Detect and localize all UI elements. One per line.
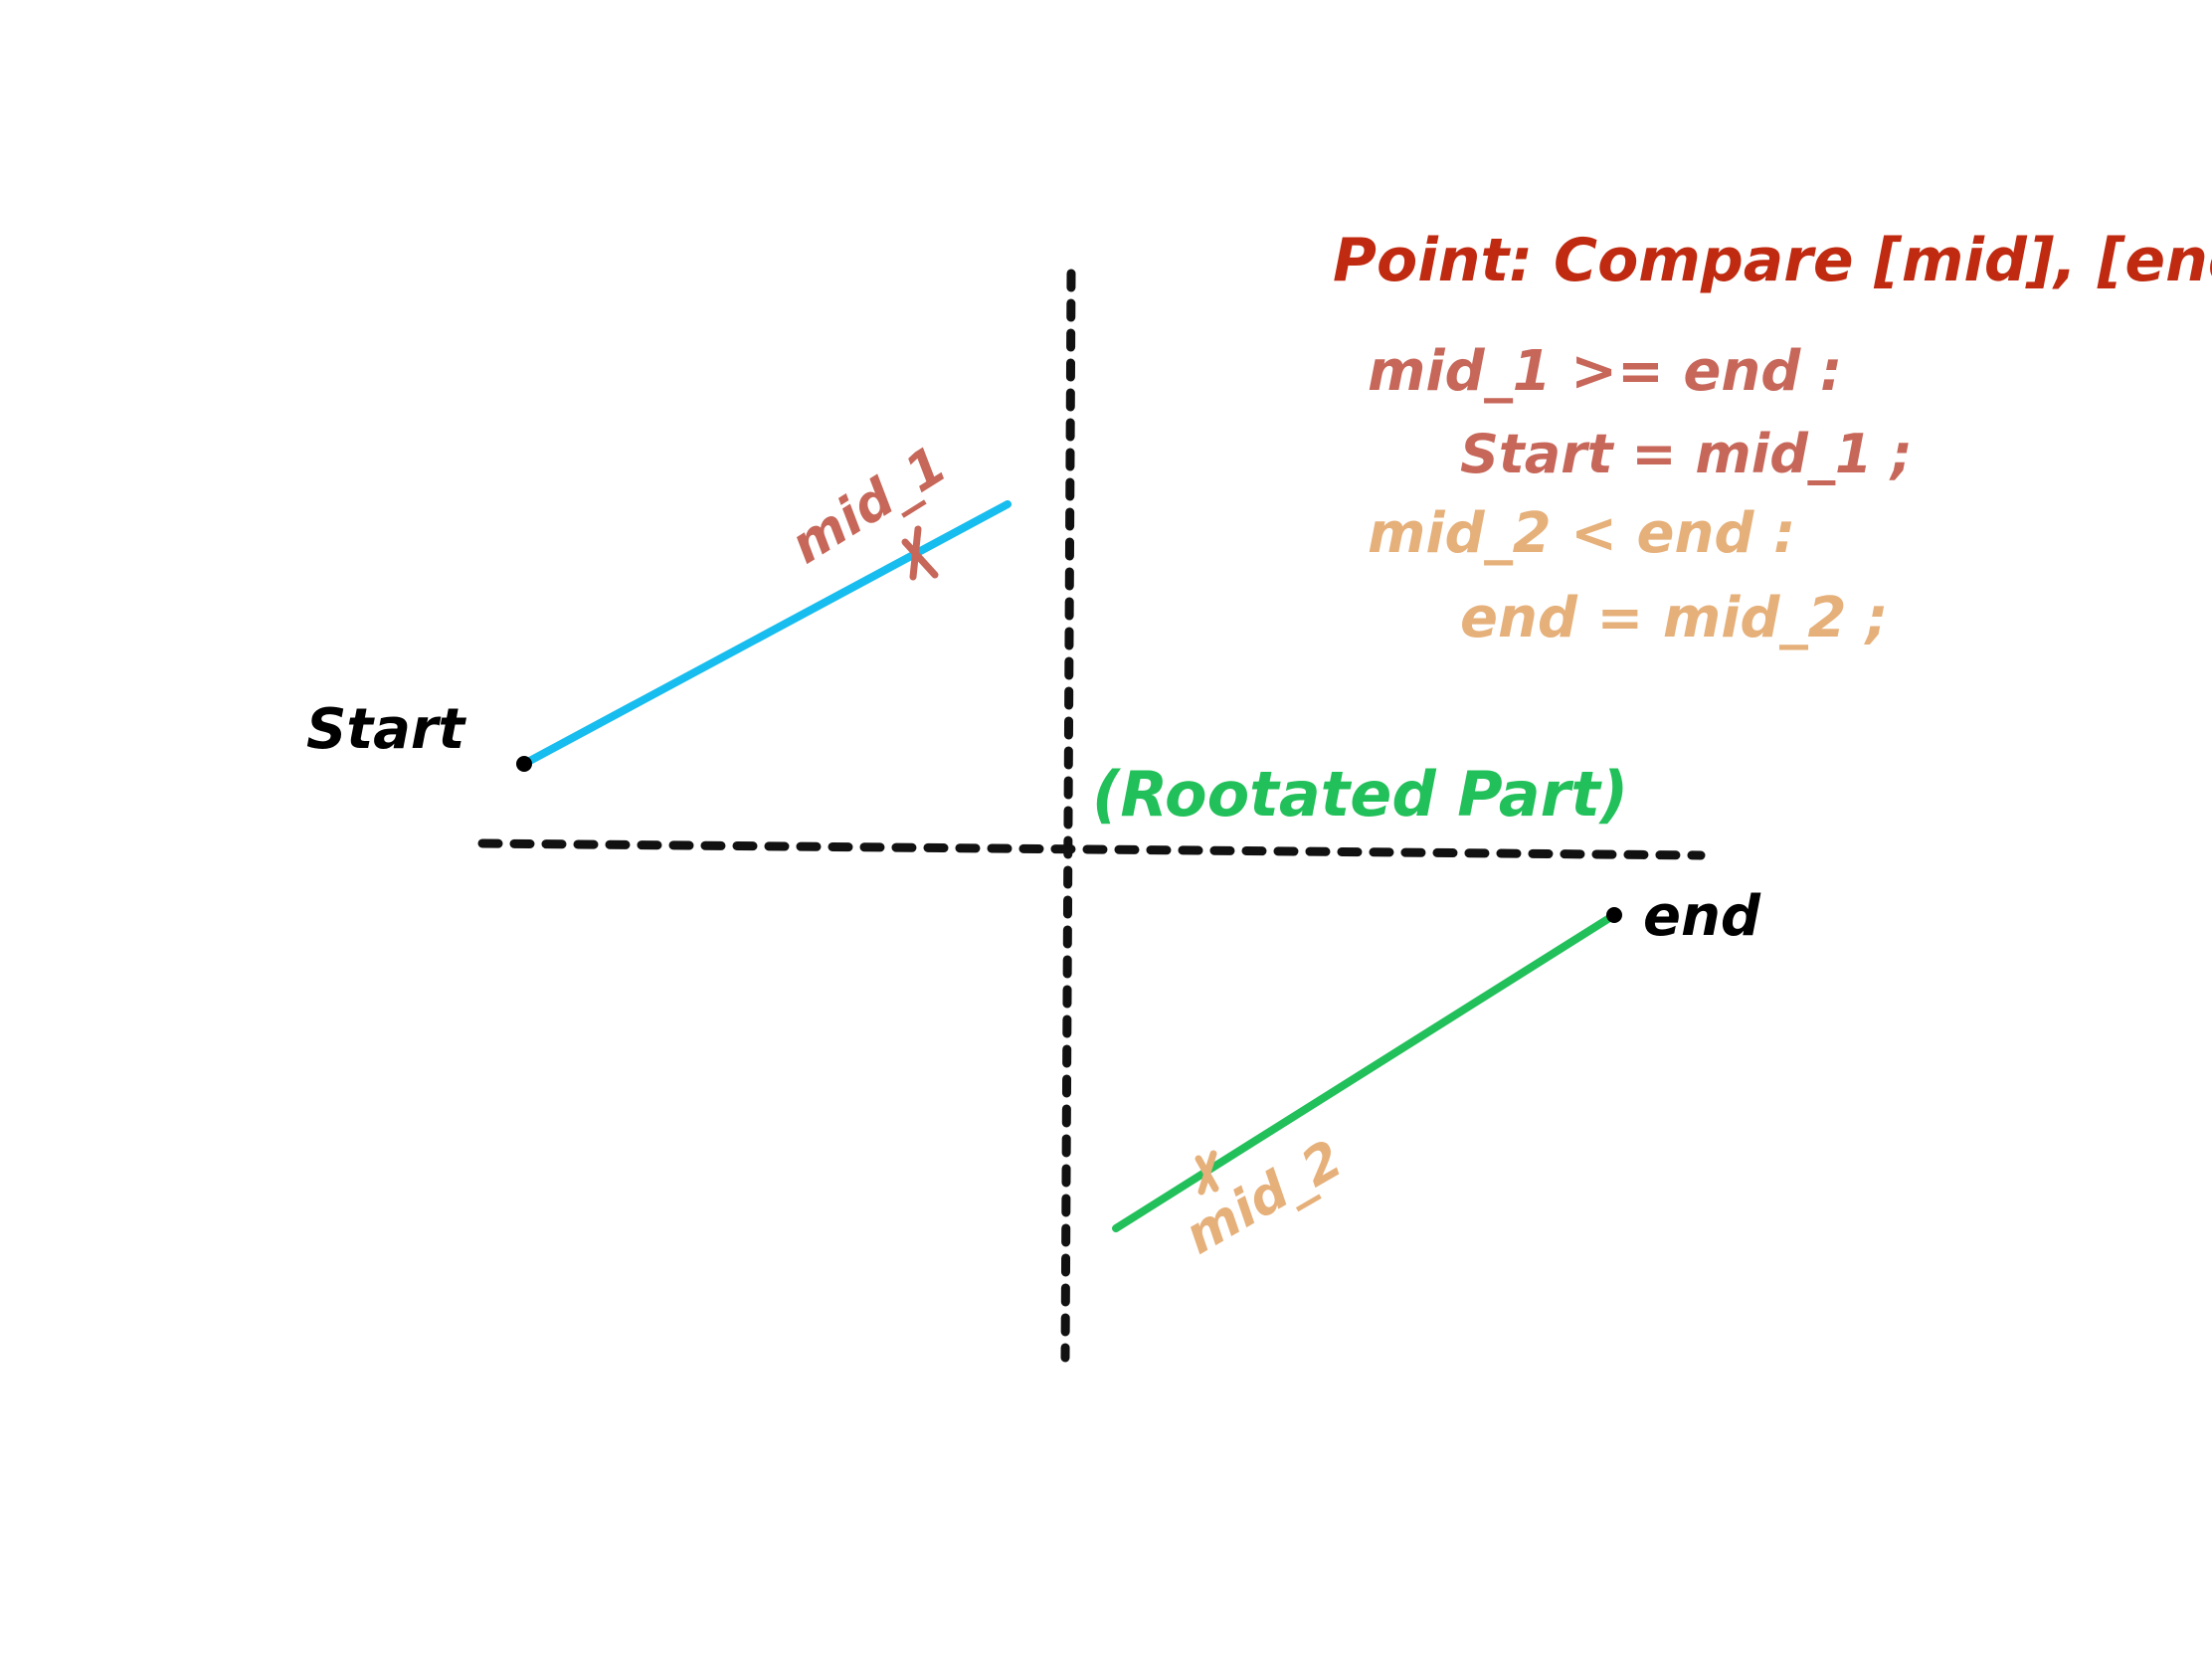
start-point (516, 756, 532, 772)
mid-2-cross-marker (1195, 1150, 1219, 1196)
vertical-dashed-divider (1060, 269, 1076, 1363)
end-point (1606, 907, 1622, 923)
mid-1-cross-marker (901, 525, 939, 581)
mid-2-label: mid_2 (1176, 1130, 1353, 1267)
sorted-segment-line (520, 500, 1012, 768)
start-label: Start (306, 697, 467, 762)
notes-case-1-action: Start = mid_1 ; (1460, 423, 1913, 485)
mid-1-label: mid_1 (781, 435, 957, 576)
rotated-segment-line (1112, 911, 1618, 1232)
horizontal-dashed-divider (477, 838, 1706, 860)
rotated-part-label: (Rootated Part) (1092, 758, 1628, 830)
end-label: end (1643, 884, 1761, 949)
notes-heading: Point: Compare [mid], [end]. (1333, 226, 2212, 295)
notes-case-1-condition: mid_1 >= end : (1368, 339, 1842, 404)
notes-case-2-condition: mid_2 < end : (1368, 501, 1795, 566)
notes-case-2-action: end = mid_2 ; (1460, 586, 1888, 650)
